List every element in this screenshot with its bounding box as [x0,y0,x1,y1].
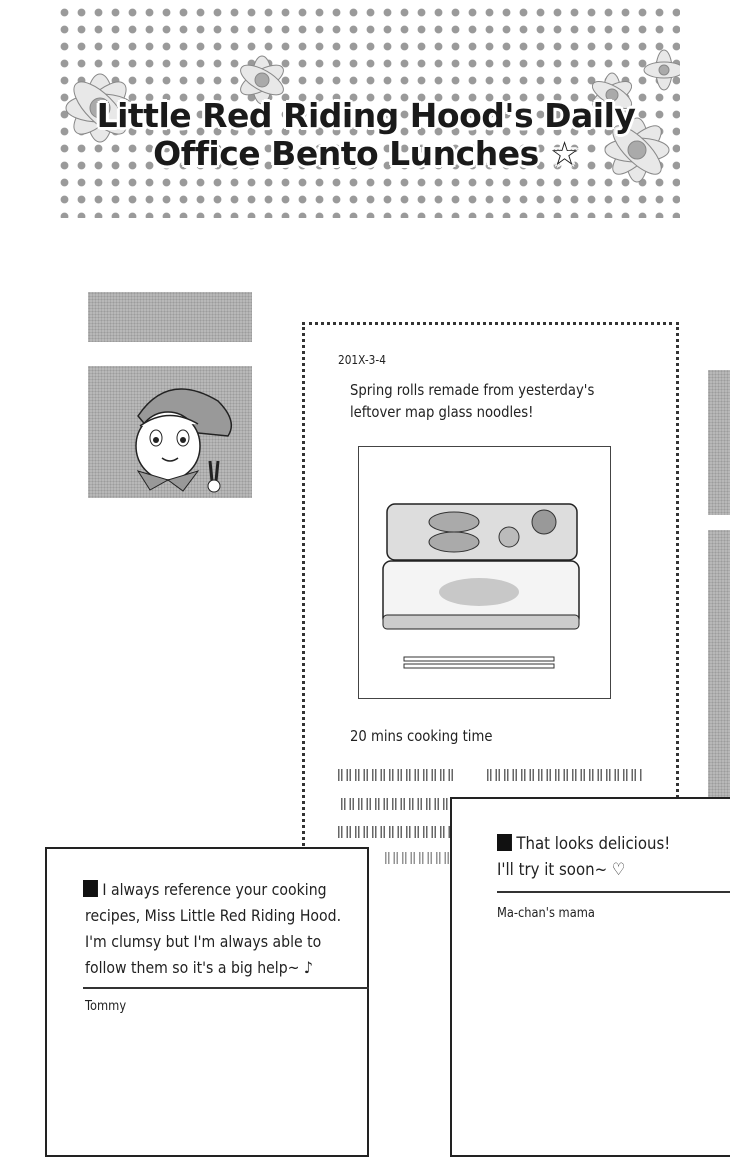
profile-name-placeholder [88,292,252,342]
comment-line: I always reference your cooking [83,880,327,899]
side-panel [708,530,730,800]
comment-line: follow them so it's a big help~ ♪ [85,958,313,977]
comment-author[interactable]: Tommy [85,999,127,1014]
redacted-text [338,769,456,781]
page-title-text: Office Bento Lunches [153,134,539,173]
bullet-square-icon [83,880,98,897]
flower-decorations-icon [65,49,680,183]
redacted-text [385,852,455,864]
bullet-square-icon [497,834,512,851]
comment-author[interactable]: Ma-chan's mama [497,906,595,921]
post-date: 201X-3-4 [338,353,386,367]
side-panel [708,370,730,515]
title-banner: Little Red Riding Hood's Daily Office Be… [52,0,680,218]
redacted-text [487,769,643,781]
post-text-line1: Spring rolls remade from yesterday's [350,381,595,399]
divider [497,891,730,893]
comment-text: I always reference your cooking [102,880,327,899]
comment-card: That looks delicious! I'll try it soon~ … [450,797,730,1157]
comment-card: I always reference your cooking recipes,… [45,847,369,1157]
comment-line: I'm clumsy but I'm always able to [85,932,322,951]
comment-line: I'll try it soon~ ♡ [497,860,626,880]
comment-line: That looks delicious! [497,834,670,854]
star-icon: ☆ [549,134,580,173]
blog-post: 201X-3-4 Spring rolls remade from yester… [302,322,679,864]
comment-line: recipes, Miss Little Red Riding Hood. [85,906,342,925]
divider [83,987,369,989]
post-text-line2: leftover map glass noodles! [350,403,534,421]
red-riding-hood-avatar-icon [135,388,233,493]
page-title-line1: Little Red Riding Hood's Daily [96,96,636,135]
avatar[interactable] [88,366,252,498]
page-title-line2: Office Bento Lunches ☆ [52,134,680,173]
comment-text: That looks delicious! [516,834,671,854]
bento-box-image-icon [382,503,580,669]
cooking-time: 20 mins cooking time [350,727,493,745]
bento-photo[interactable] [358,446,611,699]
